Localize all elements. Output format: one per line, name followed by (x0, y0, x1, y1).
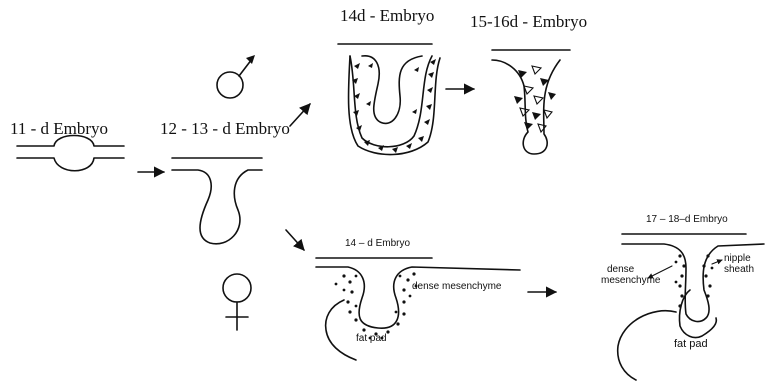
label-dense-17d: dense (607, 264, 635, 275)
label-female-14d-embryo: 14 – d Embryo (345, 238, 410, 249)
label-female-17-18d-embryo: 17 – 18–d Embryo (646, 214, 728, 225)
bud-12-13d (172, 158, 262, 244)
label-dense-mesenchyme-14d: dense mesenchyme (412, 281, 502, 292)
pointer-nipple-sheath (712, 260, 722, 264)
label-nipple: nipple (724, 253, 751, 264)
label-12-13d-embryo: 12 - 13 - d Embryo (160, 119, 290, 138)
arrow-to-male-branch (290, 104, 310, 126)
label-fat-pad-14d: fat pad (356, 333, 387, 344)
female-symbol-icon (223, 274, 251, 330)
placode-11d (17, 136, 124, 171)
label-sheath: sheath (724, 264, 754, 275)
male-symbol-icon (217, 55, 255, 98)
label-male-14d-embryo: 14d - Embryo (340, 6, 434, 25)
label-mesenchyme-17d: mesenchyme (601, 275, 661, 286)
label-male-15-16d-embryo: 15-16d - Embryo (470, 12, 587, 31)
female-14d-bud (316, 258, 520, 360)
arrow-to-female-branch (286, 230, 304, 250)
female-14d-mesenchyme-dots (335, 272, 418, 339)
label-11d-embryo: 11 - d Embryo (10, 119, 108, 138)
male-14d-bud (338, 44, 440, 155)
label-fat-pad-17d: fat pad (674, 338, 708, 350)
male-15-16d-bud (492, 50, 570, 154)
